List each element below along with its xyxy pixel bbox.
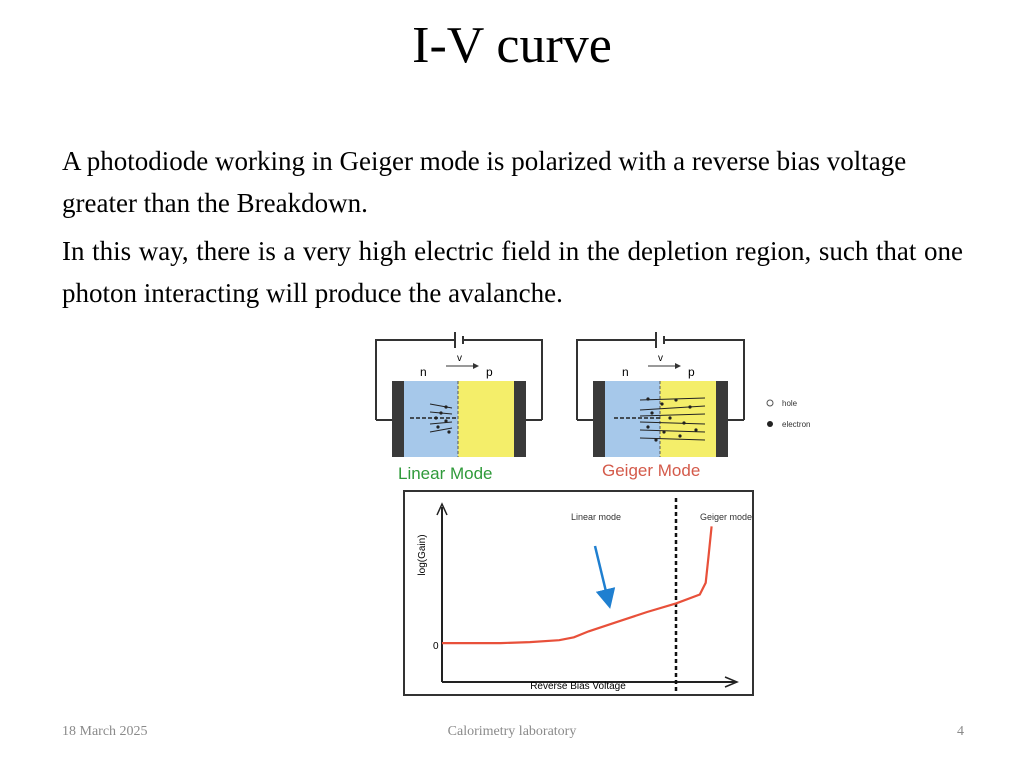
- linear-mode-arrow: [593, 545, 616, 609]
- hole-icon: [766, 399, 774, 407]
- geiger-n-label: n: [622, 365, 629, 379]
- y-tick-label: 0: [433, 641, 439, 652]
- gain-curve-series: [442, 526, 713, 645]
- chart-frame: [403, 490, 754, 696]
- slide-body: A photodiode working in Geiger mode is p…: [62, 140, 963, 320]
- geiger-mode-label: Geiger Mode: [602, 461, 700, 480]
- annotation-geiger: Geiger mode: [700, 512, 752, 522]
- geiger-mode-panel: v n p Geiger Mode: [576, 332, 745, 480]
- linear-mode-panel: v n p Linear Mode: [375, 332, 543, 483]
- annotation-linear: Linear mode: [571, 512, 621, 522]
- n-region: [605, 381, 660, 457]
- linear-n-label: n: [420, 365, 427, 379]
- footer-title: Calorimetry laboratory: [447, 724, 577, 739]
- linear-p-label: p: [486, 365, 493, 379]
- paragraph-1: A photodiode working in Geiger mode is p…: [62, 146, 907, 218]
- x-axis-label: Reverse Bias Voltage: [530, 681, 626, 692]
- geiger-v-label: v: [658, 353, 663, 364]
- gain-chart: log(Gain) 0 Reverse Bias Voltage Linear …: [403, 490, 754, 696]
- linear-mode-label: Linear Mode: [398, 464, 493, 483]
- paragraph-2: In this way, there is a very high electr…: [62, 236, 963, 308]
- p-region: [660, 381, 716, 457]
- page-number: 4: [957, 724, 964, 739]
- n-region: [404, 381, 458, 457]
- y-axis-label: log(Gain): [417, 534, 428, 575]
- legend-electron: electron: [782, 420, 810, 429]
- slide-title: I-V curve: [412, 17, 612, 74]
- footer-date: 18 March 2025: [62, 724, 148, 739]
- carrier-legend: hole electron: [766, 399, 810, 429]
- p-region: [458, 381, 514, 457]
- geiger-p-label: p: [688, 365, 695, 379]
- electron-icon: [767, 421, 773, 427]
- linear-v-label: v: [457, 353, 462, 364]
- legend-hole: hole: [782, 399, 798, 408]
